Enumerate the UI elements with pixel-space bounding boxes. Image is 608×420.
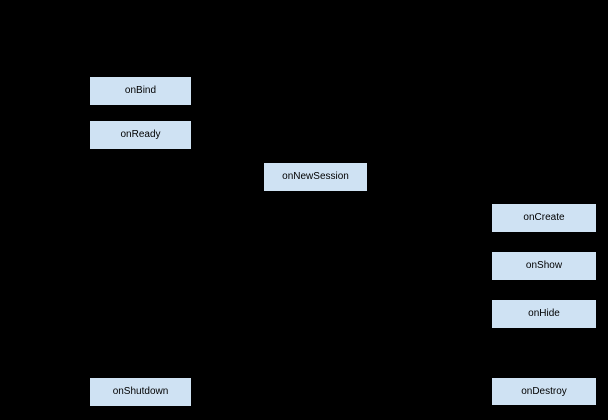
node-ondestroy: onDestroy bbox=[491, 377, 597, 406]
node-onbind: onBind bbox=[89, 76, 192, 106]
node-onhide: onHide bbox=[491, 299, 597, 329]
node-oncreate: onCreate bbox=[491, 203, 597, 233]
node-onshutdown: onShutdown bbox=[89, 377, 192, 407]
node-onready: onReady bbox=[89, 120, 192, 150]
node-onshow: onShow bbox=[491, 251, 597, 281]
node-onnewsession: onNewSession bbox=[263, 162, 368, 192]
